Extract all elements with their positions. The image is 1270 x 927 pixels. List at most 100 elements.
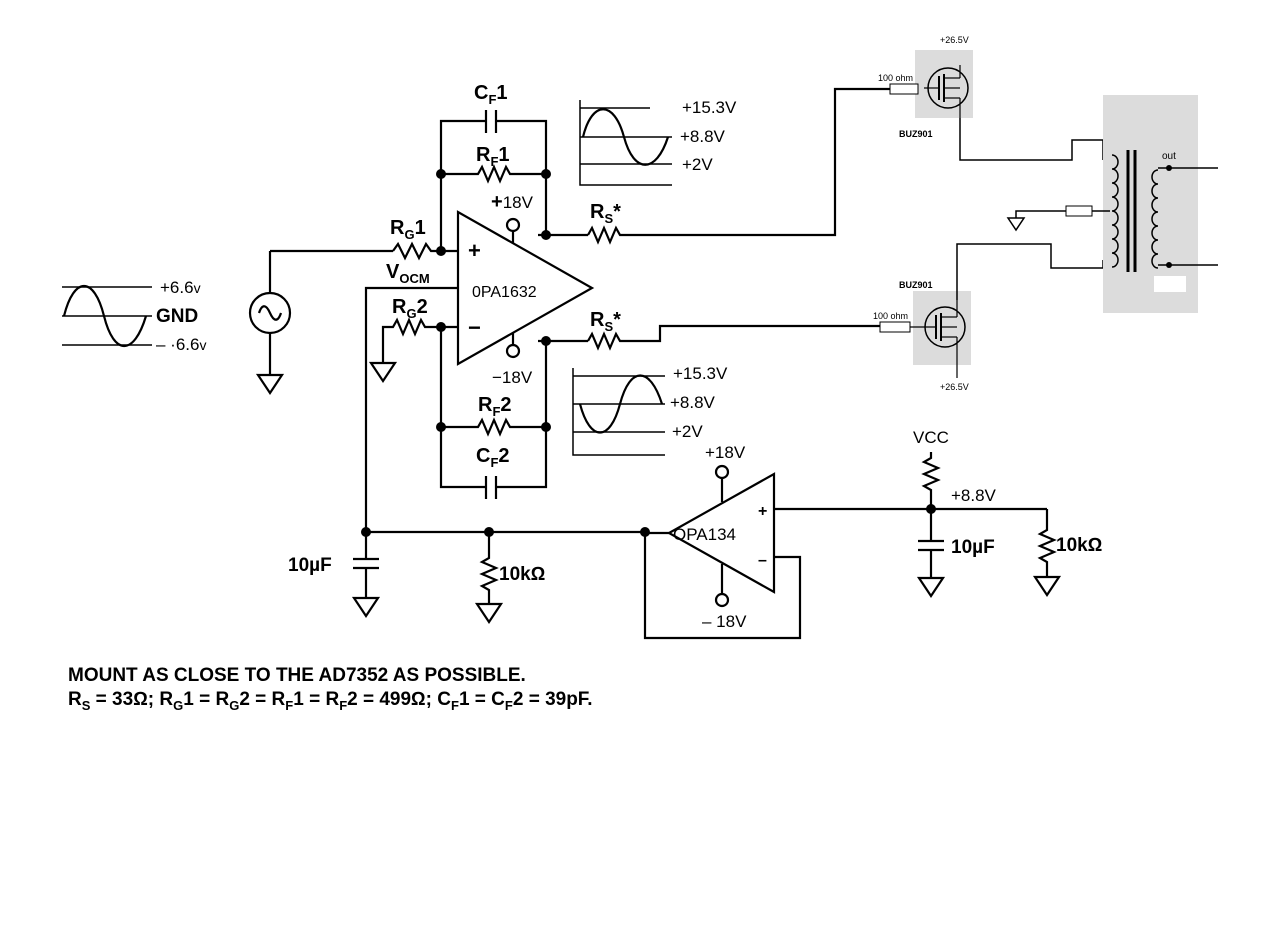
res-left-label: 10kΩ <box>499 564 545 585</box>
main-amp-pos-supply-pin <box>505 217 521 233</box>
note-line-2: RS = 33Ω; RG1 = RG2 = RF1 = RF2 = 499Ω; … <box>68 689 593 713</box>
note-text: 1 = R <box>293 689 339 710</box>
output-transformer <box>1103 95 1218 313</box>
note-text: 1 = C <box>459 689 505 710</box>
cf1-label: CF1 <box>474 82 508 107</box>
note-subscript: S <box>82 698 91 713</box>
vcc-resistor <box>921 452 941 509</box>
note-text: 2 = 499Ω; C <box>347 689 451 710</box>
rg2-ground-icon <box>368 361 398 383</box>
cap-left-ground-icon <box>351 596 381 618</box>
res-left-resistor <box>479 532 499 603</box>
svg-text:–: – <box>758 552 767 569</box>
main-amp-minus-sign: − <box>468 315 481 340</box>
rs-bottom-resistor <box>587 324 880 351</box>
cf2-label: CF2 <box>476 445 510 470</box>
buffer-pos-supply-pin <box>714 464 730 480</box>
main-amp-neg-supply-label: −18V <box>492 368 533 387</box>
svg-text:+2V: +2V <box>682 155 713 174</box>
gate-resistor-bottom <box>879 321 911 333</box>
cf1-left-wire <box>439 119 486 251</box>
rf2-label: RF2 <box>478 394 512 419</box>
rg2-resistor <box>381 317 458 362</box>
note-text: R <box>68 689 82 710</box>
rg1-resistor <box>392 241 458 261</box>
main-amp-plus-sign: + <box>468 238 481 263</box>
rs-top-resistor <box>587 87 890 245</box>
svg-text:– ·6.6v: – ·6.6v <box>156 335 206 354</box>
node-voltage-label: +8.8V <box>951 486 997 505</box>
svg-text:+: + <box>758 503 767 520</box>
output-waveform-top: +15.3V +8.8V +2V <box>579 98 737 186</box>
main-amp-pos-supply-label: +18V <box>491 191 534 213</box>
svg-text:GND: GND <box>156 306 198 327</box>
rg1-label: RG1 <box>390 217 426 242</box>
note-subscript: G <box>229 698 239 713</box>
mosfet-top-supply-label: +26.5V <box>940 35 969 45</box>
mosfet-bottom-label: BUZ901 <box>899 280 933 290</box>
note-subscript: F <box>505 698 513 713</box>
vocm-label: VOCM <box>386 261 430 286</box>
mosfet-top-label: BUZ901 <box>899 129 933 139</box>
svg-text:+2V: +2V <box>672 422 703 441</box>
note-text: = 33Ω; R <box>90 689 173 710</box>
junction-dot <box>541 422 551 432</box>
rf1-resistor <box>441 164 546 184</box>
vocm-wire <box>364 286 458 532</box>
rg2-label: RG2 <box>392 296 428 321</box>
source-ground-icon <box>255 373 285 395</box>
buffer-pos-supply-label: +18V <box>705 443 746 462</box>
note-line-1: MOUNT AS CLOSE TO THE AD7352 AS POSSIBLE… <box>68 665 526 686</box>
res-right-ground-icon <box>1032 575 1062 597</box>
input-waveform: +6.6v GND – ·6.6v <box>62 278 206 354</box>
res-left-ground-icon <box>474 602 504 624</box>
buffer-feedback-wire <box>643 532 802 640</box>
center-tap-ground-icon <box>1006 217 1026 232</box>
transformer-out-label: out <box>1162 151 1176 162</box>
note-text: 1 = R <box>183 689 229 710</box>
mosfet-bottom-supply-label: +26.5V <box>940 382 969 392</box>
svg-text:+8.8V: +8.8V <box>670 393 716 412</box>
mosfet-top <box>915 50 973 118</box>
rf2-resistor <box>441 417 546 437</box>
res-right-label: 10kΩ <box>1056 535 1102 556</box>
cap-left-label: 10µF <box>288 555 332 576</box>
rs-top-label: RS* <box>590 201 621 226</box>
output-waveform-bottom: +15.3V +8.8V +2V <box>572 364 728 456</box>
note-text: 2 = R <box>239 689 285 710</box>
rs-bottom-label: RS* <box>590 309 621 334</box>
note-subscript: G <box>173 698 183 713</box>
main-amp-name: 0PA1632 <box>472 284 537 301</box>
buffer-neg-supply-label: – 18V <box>702 612 747 631</box>
svg-text:+8.8V: +8.8V <box>680 127 726 146</box>
center-tap-resistor <box>1065 205 1093 217</box>
gate-resistor-top <box>889 83 919 95</box>
junction-dot <box>436 169 446 179</box>
mosfet-bottom <box>910 291 971 378</box>
svg-text:+6.6v: +6.6v <box>160 278 201 297</box>
junction-dot <box>436 246 446 256</box>
svg-text:+15.3V: +15.3V <box>673 364 728 383</box>
junction-dot <box>436 422 446 432</box>
vcc-label: VCC <box>913 428 949 447</box>
gate-resistor-top-label: 100 ohm <box>878 73 913 83</box>
drain-top-wire <box>959 118 1104 161</box>
buffer-neg-supply-pin <box>714 592 730 608</box>
center-tap-wire <box>1015 210 1066 218</box>
cap-right-ground-icon <box>916 576 946 598</box>
cap-right-label: 10µF <box>951 537 995 558</box>
buffer-amp-name: OPA134 <box>673 525 736 544</box>
note-subscript: F <box>451 698 459 713</box>
gate-resistor-bottom-label: 100 ohm <box>873 311 908 321</box>
note-subscript: F <box>285 698 293 713</box>
opamp-triangle-buffer <box>666 472 776 594</box>
res-right-resistor <box>1037 509 1057 576</box>
note-text: 2 = 39pF. <box>513 689 593 710</box>
rf1-label: RF1 <box>476 144 510 169</box>
main-amp-neg-supply-pin <box>505 343 521 359</box>
svg-text:+15.3V: +15.3V <box>682 98 737 117</box>
drain-bottom-wire <box>956 243 1104 300</box>
junction-dot <box>541 169 551 179</box>
note-subscript: F <box>339 698 347 713</box>
